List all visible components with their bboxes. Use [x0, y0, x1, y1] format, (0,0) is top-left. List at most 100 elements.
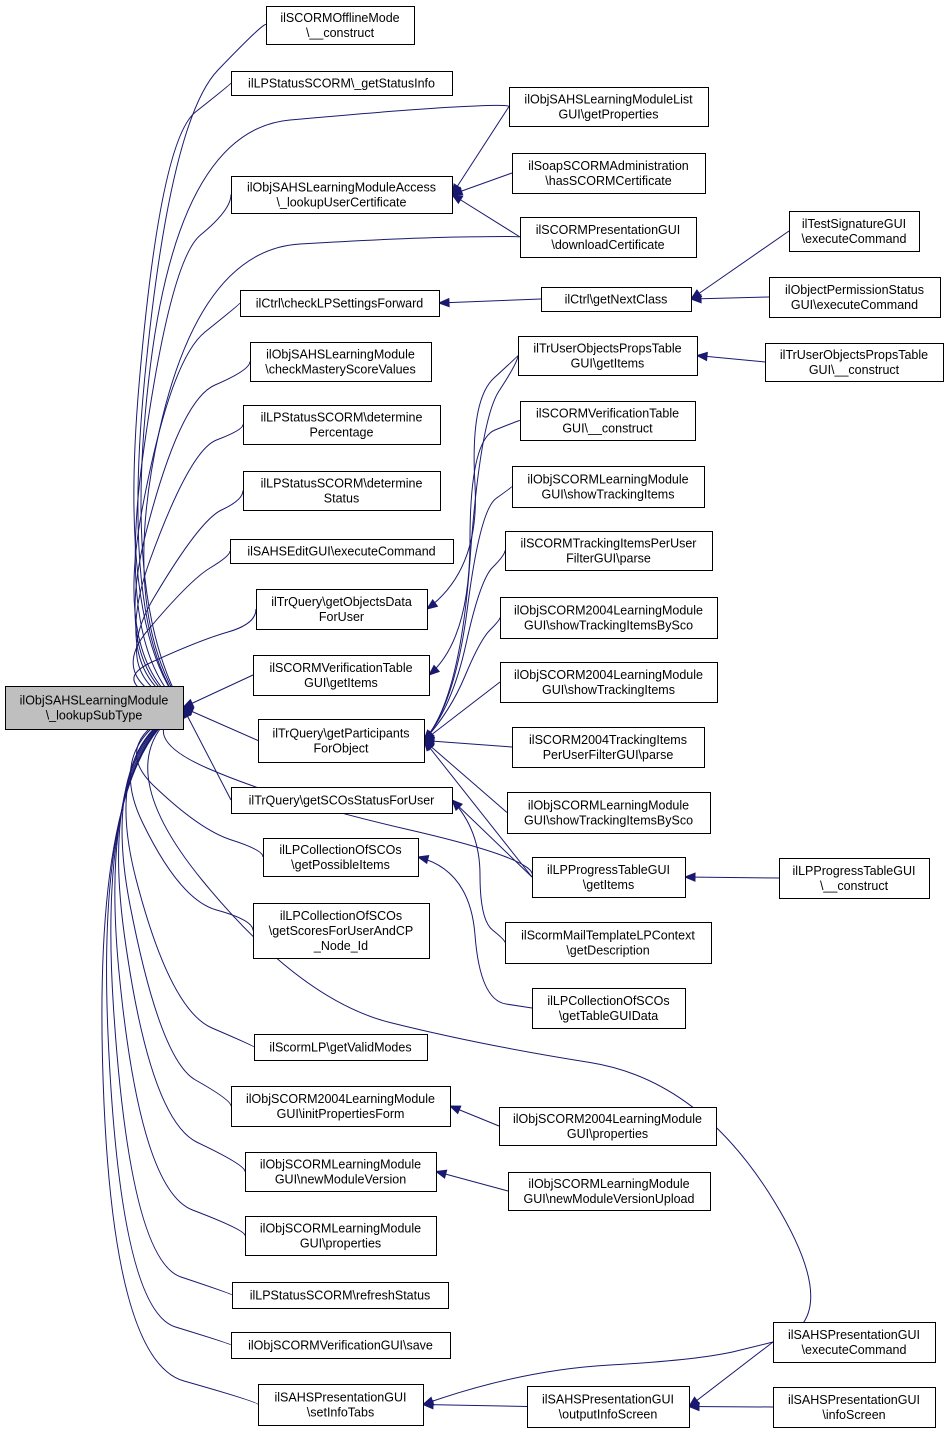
function-node[interactable]: ilObjSAHSLearningModuleAccess\_lookupUse… [231, 176, 453, 214]
arrowhead [689, 293, 702, 304]
node-box [512, 153, 706, 194]
node-box [231, 71, 453, 96]
function-node[interactable]: ilSCORMTrackingItemsPerUserFilterGUI\par… [505, 531, 713, 571]
edge-line [136, 490, 244, 708]
node-label: ilSAHSPresentationGUI [274, 1391, 406, 1405]
function-node[interactable]: ilLPCollectionOfSCOs\getScoresForUserAnd… [253, 903, 430, 959]
node-label: ilScormMailTemplateLPContext [521, 929, 695, 943]
function-node[interactable]: ilObjSCORMLearningModuleGUI\showTracking… [512, 466, 705, 508]
edge-line [423, 740, 513, 748]
function-node[interactable]: ilLPStatusSCORM\_getStatusInfo [231, 71, 453, 96]
node-label: GUI\getItems [304, 676, 378, 690]
function-node[interactable]: ilObjSAHSLearningModuleListGUI\getProper… [509, 87, 709, 127]
function-node[interactable]: ilObjSCORMLearningModuleGUI\showTracking… [507, 792, 711, 834]
node-box [240, 290, 440, 317]
call-edge [425, 355, 519, 610]
function-node[interactable]: ilCtrl\checkLPSettingsForward [240, 290, 440, 317]
function-node[interactable]: ilLPStatusSCORM\refreshStatus [232, 1282, 449, 1309]
node-label: ForUser [319, 610, 364, 624]
node-label: GUI\executeCommand [791, 298, 918, 312]
node-box [243, 405, 441, 445]
function-node[interactable]: ilSAHSEditGUI\executeCommand [230, 539, 454, 564]
node-box [243, 471, 441, 511]
function-node[interactable]: ilTestSignatureGUI\executeCommand [789, 211, 920, 252]
root-function-node[interactable]: ilObjSAHSLearningModule\_lookupSubType [5, 686, 184, 730]
node-label: ilSAHSEditGUI\executeCommand [247, 545, 435, 559]
arrowhead [425, 598, 439, 610]
node-box [230, 539, 454, 564]
function-node[interactable]: ilSCORM2004TrackingItemsPerUserFilterGUI… [512, 727, 705, 768]
function-node[interactable]: ilLPCollectionOfSCOs\getPossibleItems [263, 838, 419, 877]
function-node[interactable]: ilObjSCORM2004LearningModuleGUI\showTrac… [500, 597, 718, 639]
function-node[interactable]: ilSoapSCORMAdministration\hasSCORMCertif… [512, 153, 706, 194]
function-node[interactable]: ilObjSAHSLearningModule\checkMasteryScor… [250, 342, 432, 382]
node-box [245, 1216, 437, 1256]
function-node[interactable]: ilObjSCORMLearningModuleGUI\newModuleVer… [245, 1152, 437, 1192]
function-node[interactable]: ilSCORMOfflineMode\__construct [266, 6, 415, 45]
function-node[interactable]: ilSAHSPresentationGUI\infoScreen [773, 1387, 936, 1428]
function-node[interactable]: ilSCORMPresentationGUI\downloadCertifica… [520, 217, 697, 258]
edge-line [125, 707, 255, 1048]
arrowhead [683, 872, 696, 882]
node-label: ilLPCollectionOfSCOs [279, 843, 401, 857]
call-edge [422, 736, 513, 748]
node-label: ilObjSCORMVerificationGUI\save [248, 1339, 433, 1353]
node-box [254, 1034, 428, 1061]
call-edge [695, 351, 766, 363]
function-node[interactable]: ilObjSCORM2004LearningModuleGUI\initProp… [231, 1086, 451, 1127]
node-label: ilLPCollectionOfSCOs [547, 994, 669, 1008]
call-edge [689, 293, 770, 304]
function-node[interactable]: ilScormMailTemplateLPContext\getDescript… [505, 922, 712, 964]
function-node[interactable]: ilScormLP\getValidModes [254, 1034, 428, 1061]
node-box [499, 1107, 717, 1146]
node-label: ilObjSCORMLearningModule [260, 1222, 421, 1236]
edge-line [451, 799, 533, 878]
arrowhead [695, 351, 708, 362]
function-node[interactable]: ilTrQuery\getSCOsStatusForUser [231, 787, 453, 814]
function-node[interactable]: ilObjectPermissionStatusGUI\executeComma… [769, 277, 941, 318]
call-edge [437, 297, 542, 308]
function-node[interactable]: ilCtrl\getNextClass [541, 287, 692, 312]
function-node[interactable]: ilObjSCORM2004LearningModuleGUI\showTrac… [500, 662, 718, 703]
node-label: ilSCORMVerificationTable [269, 661, 412, 675]
call-edge [451, 799, 506, 943]
function-node[interactable]: ilSAHSPresentationGUI\outputInfoScreen [527, 1386, 690, 1428]
node-label: ilObjSCORMLearningModule [528, 1177, 689, 1191]
node-label: ForObject [314, 742, 369, 756]
node-label: \getTableGUIData [559, 1009, 658, 1023]
function-node[interactable]: ilObjSCORMLearningModuleGUI\newModuleVer… [508, 1172, 711, 1211]
function-node[interactable]: ilObjSCORM2004LearningModuleGUI\properti… [499, 1107, 717, 1146]
edge-line [696, 355, 766, 363]
function-node[interactable]: ilSAHSPresentationGUI\setInfoTabs [258, 1384, 424, 1426]
node-box [500, 662, 718, 703]
node-label: ilTrQuery\getParticipants [272, 727, 409, 741]
function-node[interactable]: ilLPProgressTableGUI\__construct [779, 858, 930, 899]
call-edge [423, 550, 506, 742]
node-label: GUI\showTrackingItems [542, 488, 675, 502]
function-node[interactable]: ilSAHSPresentationGUI\executeCommand [773, 1322, 936, 1363]
node-label: \infoScreen [822, 1408, 885, 1422]
edge-line [422, 1404, 528, 1407]
function-node[interactable]: ilLPProgressTableGUI\getItems [532, 857, 686, 898]
node-label: ilSCORMTrackingItemsPerUser [521, 537, 697, 551]
node-box [231, 1086, 451, 1127]
node-label: ilObjSCORMLearningModule [260, 1158, 421, 1172]
edge-line [136, 707, 264, 858]
function-node[interactable]: ilLPCollectionOfSCOs\getTableGUIData [532, 988, 686, 1029]
function-node[interactable]: ilObjSCORMVerificationGUI\save [231, 1332, 451, 1359]
node-label: ilLPProgressTableGUI [547, 863, 670, 877]
edge-line [182, 707, 232, 801]
node-label: \getPossibleItems [291, 858, 390, 872]
node-label: ilLPStatusSCORM\determine [261, 411, 423, 425]
node-label: ilObjSAHSLearningModule [20, 694, 169, 708]
call-edge [451, 106, 510, 196]
